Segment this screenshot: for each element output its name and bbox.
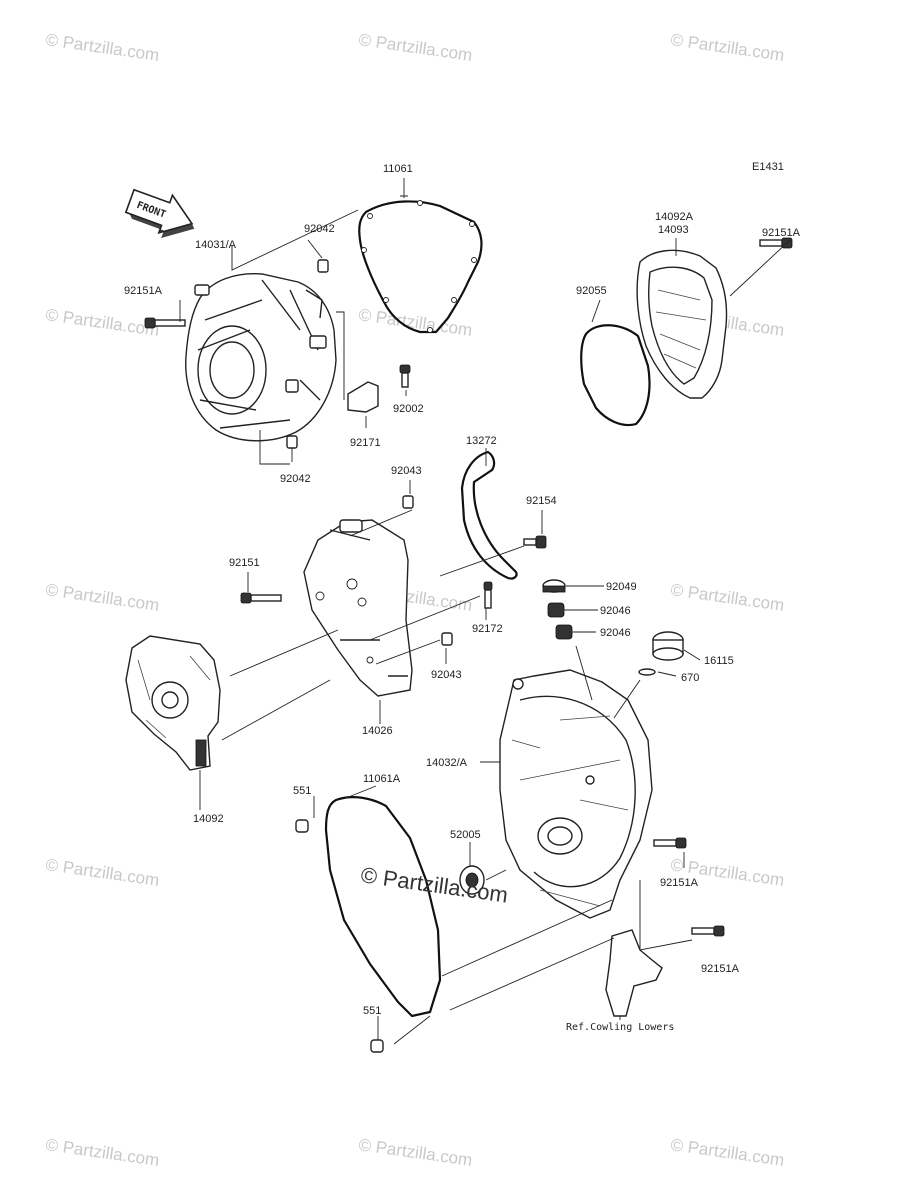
dowel-pin-551-bottom	[370, 1039, 384, 1053]
bolt-92151a-left	[144, 317, 186, 329]
part-label-92151a-mid: 92151A	[660, 877, 699, 889]
oil-seal-92049	[542, 579, 566, 593]
sprocket-cover-14092a	[636, 249, 728, 399]
part-label-14032a: 14032/A	[426, 757, 468, 769]
front-arrow-icon: FRONT	[124, 188, 195, 238]
part-label-670: 670	[681, 672, 699, 684]
oil-filler-cap-16115	[652, 631, 684, 661]
part-label-92043-top: 92043	[391, 465, 422, 477]
part-label-92042-bottom: 92042	[280, 473, 311, 485]
watermark: © Partzilla.com	[669, 30, 785, 65]
watermark: © Partzilla.com	[357, 305, 473, 340]
gasket-11061	[358, 200, 483, 334]
center-watermark: © Partzilla.com	[359, 862, 509, 907]
watermark: © Partzilla.com	[669, 580, 785, 615]
part-label-92049: 92049	[606, 581, 637, 593]
watermark: © Partzilla.com	[44, 30, 160, 65]
gasket-13272	[460, 450, 518, 580]
part-label-11061a: 11061A	[363, 773, 401, 785]
dowel-pin-92043-bottom	[441, 632, 453, 646]
alternator-cover-14031a	[185, 273, 337, 442]
part-number-labels: 11061 14092A 14093 92151A 14031/A 92042 …	[124, 163, 801, 1033]
reference-note: Ref.Cowling Lowers	[566, 1022, 674, 1033]
diagram-code: E1431	[752, 161, 784, 173]
part-label-11061: 11061	[383, 163, 413, 175]
part-label-92151a-bottom: 92151A	[701, 963, 740, 975]
part-label-92055: 92055	[576, 285, 607, 297]
part-label-92042-top: 92042	[304, 223, 335, 235]
gasket-92055	[580, 324, 651, 427]
watermark: © Partzilla.com	[44, 1135, 160, 1170]
dowel-pin-551-top	[295, 819, 309, 833]
part-label-16115: 16115	[704, 655, 734, 667]
oil-seal-92046-a	[547, 602, 565, 618]
watermark: © Partzilla.com	[44, 305, 160, 340]
watermark: © Partzilla.com	[44, 580, 160, 615]
bolt-92002	[399, 364, 411, 388]
o-ring-670	[638, 668, 656, 676]
part-label-92172: 92172	[472, 623, 503, 635]
part-label-92002: 92002	[393, 403, 424, 415]
watermark: © Partzilla.com	[44, 855, 160, 890]
gasket-11061a	[324, 796, 442, 1018]
part-label-92151: 92151	[229, 557, 260, 569]
dowel-pin-92042-top	[317, 259, 329, 273]
bolt-92151a-mid	[653, 837, 687, 849]
cover-plate-14026	[303, 519, 413, 697]
bolt-92154	[523, 535, 547, 549]
part-label-52005: 52005	[450, 829, 481, 841]
part-label-13272: 13272	[466, 435, 497, 447]
part-label-14093: 14093	[658, 224, 689, 236]
part-label-92043-bottom: 92043	[431, 669, 462, 681]
watermark: © Partzilla.com	[357, 1135, 473, 1170]
part-label-551-top: 551	[293, 785, 311, 797]
oil-seal-92046-b	[555, 624, 573, 640]
cover-14092	[125, 635, 221, 771]
watermark: © Partzilla.com	[669, 1135, 785, 1170]
leader-lines	[179, 178, 791, 1045]
bracket-ref-cowling	[605, 929, 663, 1017]
part-label-92151a-left: 92151A	[124, 285, 163, 297]
part-label-551-bottom: 551	[363, 1005, 381, 1017]
dowel-pin-92042-bottom	[286, 435, 298, 449]
clutch-cover-14032a	[499, 669, 653, 919]
bolt-92172	[483, 581, 493, 609]
part-label-14026: 14026	[362, 725, 393, 737]
seal-52005	[459, 865, 485, 895]
part-label-92046-b: 92046	[600, 627, 631, 639]
part-label-92154: 92154	[526, 495, 557, 507]
clamp-92171	[347, 381, 379, 413]
part-label-92151a-top: 92151A	[762, 227, 801, 239]
part-label-14092: 14092	[193, 813, 224, 825]
dowel-pin-92043-top	[402, 495, 414, 509]
part-label-14031a: 14031/A	[195, 239, 237, 251]
part-label-14092a: 14092A	[655, 211, 694, 223]
part-label-92046-a: 92046	[600, 605, 631, 617]
bolt-92151	[240, 592, 282, 604]
watermark: © Partzilla.com	[357, 30, 473, 65]
part-label-92171: 92171	[350, 437, 381, 449]
bolt-92151a-bottom	[691, 925, 725, 937]
